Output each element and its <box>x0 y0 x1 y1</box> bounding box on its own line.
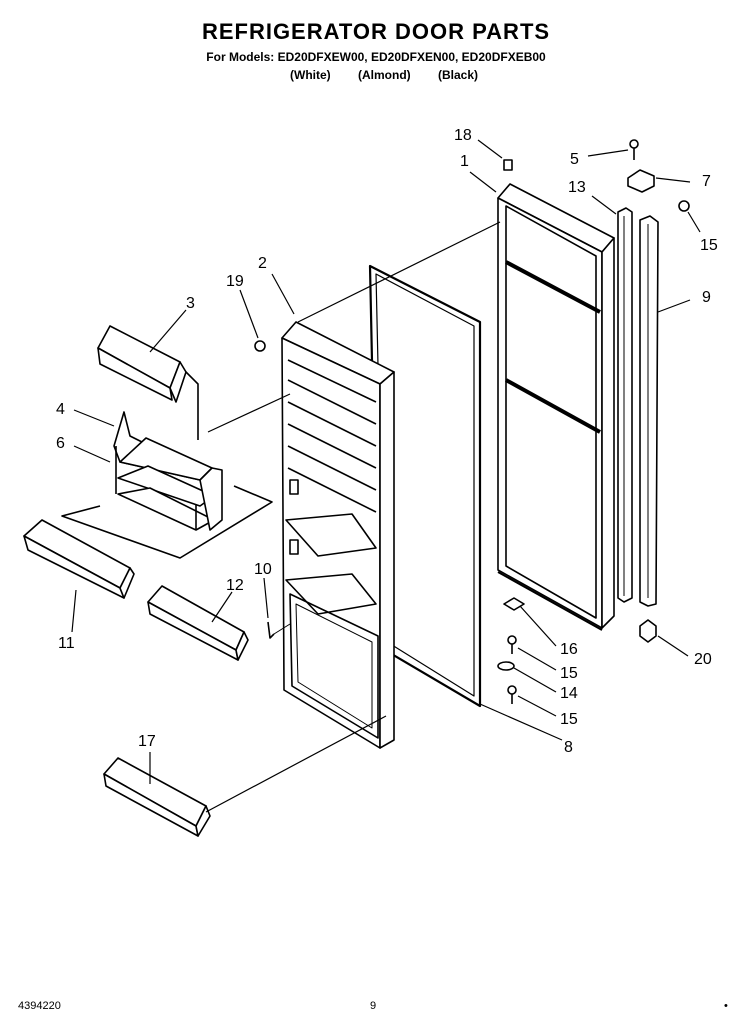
door-stop <box>503 597 525 611</box>
callout-16: 16 <box>560 641 578 658</box>
color-white: (White) <box>290 68 331 82</box>
door-bin-bottom <box>103 715 387 837</box>
color-almond: (Almond) <box>358 68 411 82</box>
callout-1: 1 <box>460 153 469 170</box>
model-list: For Models: ED20DFXEW00, ED20DFXEN00, ED… <box>206 50 546 64</box>
hinge-cap <box>503 159 513 171</box>
handle-end-cap <box>639 619 657 643</box>
callout-14: 14 <box>560 685 578 702</box>
leader-liner-to-shelf <box>207 393 291 433</box>
callout-5: 5 <box>570 151 579 168</box>
callout-labels: 1 2 3 4 5 6 7 8 9 10 11 12 13 14 15 15 1… <box>56 127 718 756</box>
callout-7: 7 <box>702 173 711 190</box>
callout-11: 11 <box>58 635 75 652</box>
liner-screw <box>254 340 266 352</box>
bin-clip <box>267 621 291 639</box>
door-bin-large <box>23 519 135 599</box>
callout-2: 2 <box>258 255 267 272</box>
dairy-door <box>97 325 199 440</box>
bottom-hinge-washer <box>497 661 515 671</box>
color-black: (Black) <box>438 68 479 82</box>
hinge-screw-top <box>629 139 639 160</box>
door-bin-small <box>147 585 249 661</box>
handle-screw-top <box>678 200 690 212</box>
callout-3: 3 <box>186 295 195 312</box>
callout-20: 20 <box>694 651 712 668</box>
callout-8: 8 <box>564 739 573 756</box>
page-number: 9 <box>370 1000 377 1012</box>
callout-17: 17 <box>138 733 156 750</box>
callout-9: 9 <box>702 289 711 306</box>
callout-18: 18 <box>454 127 472 144</box>
hinge-screw-bottom-2 <box>507 685 517 704</box>
callout-4: 4 <box>56 401 65 418</box>
callout-15-top: 15 <box>700 237 718 254</box>
page-title: REFRIGERATOR DOOR PARTS <box>201 19 551 44</box>
callout-13: 13 <box>568 179 586 196</box>
hinge-screw-bottom-1 <box>507 635 517 654</box>
outer-door-panel <box>497 183 615 631</box>
callout-10: 10 <box>254 561 272 578</box>
door-liner <box>281 321 395 749</box>
leader-liner-to-gasket <box>297 221 501 323</box>
callout-12: 12 <box>226 577 244 594</box>
callout-19: 19 <box>226 273 244 290</box>
callout-15-bottom: 15 <box>560 711 578 728</box>
top-hinge <box>627 169 655 193</box>
leader-lines <box>71 139 701 784</box>
document-number: 4394220 <box>18 1000 61 1012</box>
shelf-guide-outline <box>61 485 273 559</box>
callout-6: 6 <box>56 435 65 452</box>
handle-trim-strip <box>617 207 633 603</box>
door-handle <box>639 215 659 607</box>
footer-mark: • <box>724 1000 728 1012</box>
callout-15-mid: 15 <box>560 665 578 682</box>
dairy-compartment <box>113 411 223 531</box>
